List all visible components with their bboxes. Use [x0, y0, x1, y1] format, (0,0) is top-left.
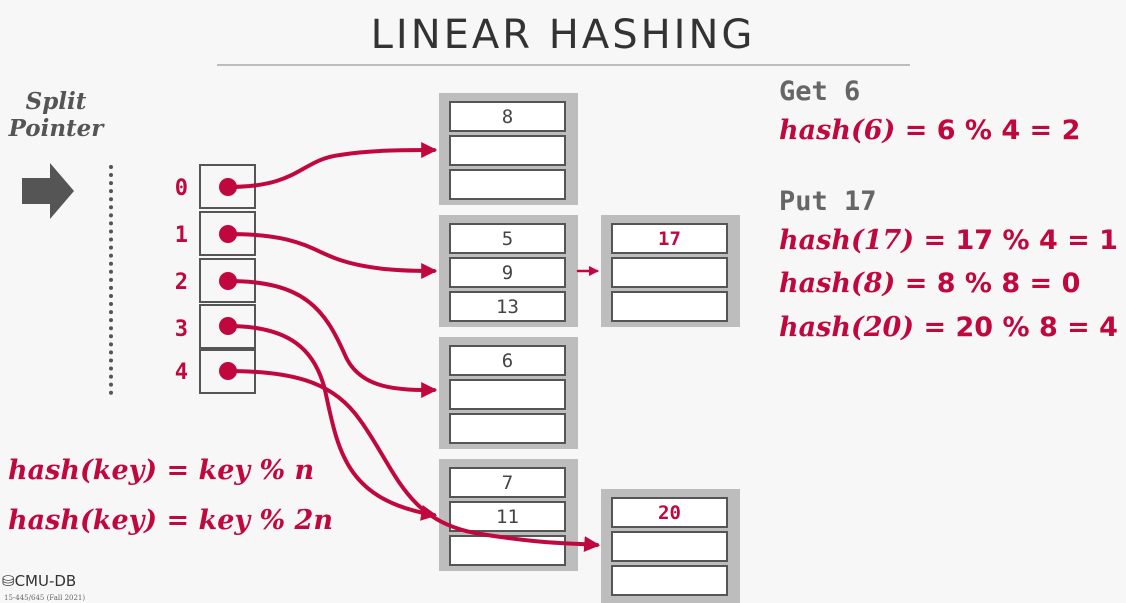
bucket-slot: 8 — [449, 101, 566, 132]
bucket-1: 5 9 13 — [439, 215, 578, 327]
directory-index-1: 1 — [174, 223, 188, 248]
pointer-arrow-4 — [226, 369, 601, 553]
bucket-slot — [449, 379, 566, 410]
pointer-dot-1 — [219, 225, 237, 243]
bucket-2: 6 — [439, 337, 578, 449]
pointer-dot-0 — [219, 178, 237, 196]
put-hash-formula-3: hash(20) = 20 % 8 = 4 — [779, 312, 1118, 343]
bucket-slot — [611, 565, 728, 596]
bucket-0: 8 — [439, 93, 578, 205]
put-operation-label: Put 17 — [779, 186, 877, 217]
bucket-slot: 11 — [449, 501, 566, 532]
get-hash-formula: hash(6) = 6 % 4 = 2 — [779, 115, 1080, 146]
bucket-4: 20 — [601, 489, 740, 603]
page-title: LINEAR HASHING — [370, 12, 756, 58]
put-hash-formula-2: hash(8) = 8 % 8 = 0 — [779, 268, 1080, 299]
hash-formula-2n: hash(key) = key % 2n — [8, 505, 333, 536]
bucket-slot — [449, 169, 566, 200]
pointer-arrow-1 — [226, 232, 438, 279]
bucket-slot — [611, 257, 728, 288]
split-pointer-track — [109, 165, 113, 395]
directory-index-4: 4 — [174, 360, 188, 385]
bucket-slot — [449, 413, 566, 444]
pointer-arrow-2 — [226, 279, 438, 398]
bucket-slot: 20 — [611, 497, 728, 528]
cmu-db-logo: ⛁CMU-DB — [2, 572, 76, 590]
title-divider — [217, 64, 910, 66]
directory-index-3: 3 — [174, 317, 188, 342]
bucket-slot — [611, 291, 728, 322]
get-operation-label: Get 6 — [779, 76, 861, 107]
pointer-arrow-3 — [226, 324, 438, 521]
put-hash-rhs-2: = 8 % 8 = 0 — [904, 268, 1081, 299]
database-icon: ⛁ — [2, 572, 15, 590]
pointer-dot-3 — [219, 317, 237, 335]
put-hash-rhs-1: = 17 % 4 = 1 — [923, 225, 1118, 256]
put-hash-lhs-2: hash(8) — [779, 268, 896, 299]
overflow-bucket-1: 17 — [601, 215, 740, 327]
logo-text: CMU-DB — [14, 572, 77, 590]
bucket-slot: 6 — [449, 345, 566, 376]
split-pointer-label-line2: Pointer — [8, 115, 104, 142]
get-hash-rhs: = 6 % 4 = 2 — [904, 115, 1081, 146]
put-hash-lhs-1: hash(17) — [779, 225, 915, 256]
hash-formula-n: hash(key) = key % n — [8, 455, 315, 486]
pointer-arrow-0 — [226, 142, 438, 189]
get-hash-lhs: hash(6) — [779, 115, 896, 146]
bucket-slot: 13 — [449, 291, 566, 322]
pointer-dot-4 — [219, 362, 237, 380]
course-label: 15-445/645 (Fall 2021) — [4, 594, 86, 602]
directory-index-2: 2 — [174, 270, 188, 295]
bucket-slot: 17 — [611, 223, 728, 254]
split-pointer-label-line1: Split — [25, 88, 87, 115]
bucket-slot — [449, 135, 566, 166]
directory-index-0: 0 — [174, 176, 188, 201]
bucket-3: 7 11 — [439, 459, 578, 571]
put-hash-rhs-3: = 20 % 8 = 4 — [923, 312, 1118, 343]
bucket-slot — [449, 535, 566, 566]
bucket-slot: 5 — [449, 223, 566, 254]
bucket-slot: 9 — [449, 257, 566, 288]
put-hash-lhs-3: hash(20) — [779, 312, 915, 343]
split-pointer-label: Split Pointer — [6, 88, 106, 142]
pointer-dot-2 — [219, 272, 237, 290]
bucket-slot — [611, 531, 728, 562]
split-pointer-arrow-icon — [22, 163, 74, 219]
bucket-slot: 7 — [449, 467, 566, 498]
put-hash-formula-1: hash(17) = 17 % 4 = 1 — [779, 225, 1118, 256]
